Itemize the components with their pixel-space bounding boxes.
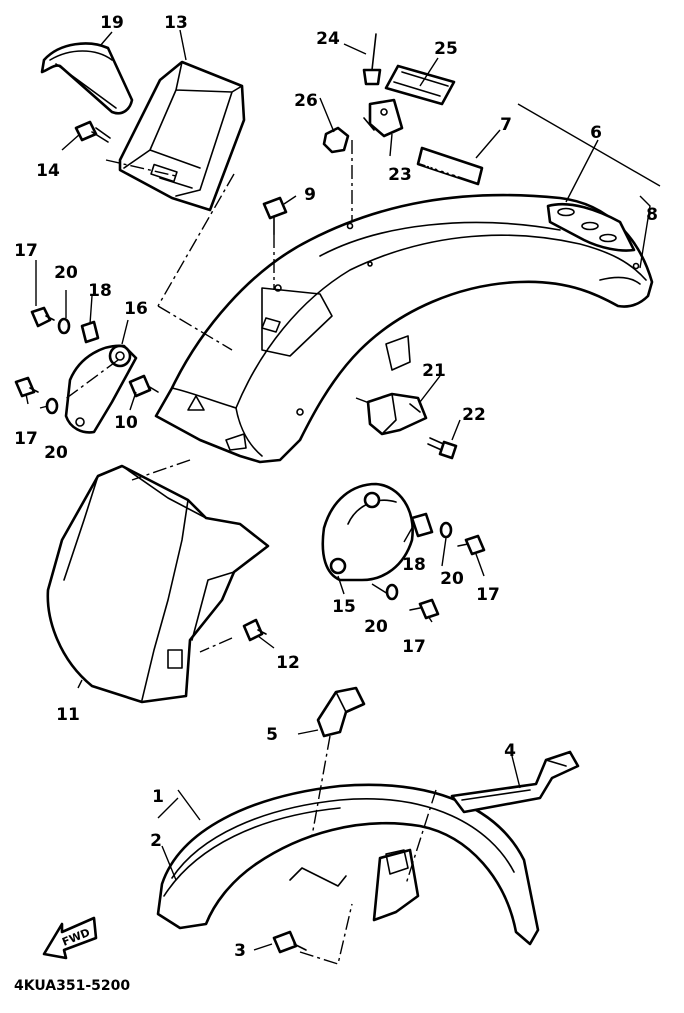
part-17-screw-a [30, 306, 55, 328]
part-17-screw-c [457, 534, 486, 556]
callout-20b: 20 [44, 443, 68, 463]
callout-8: 8 [646, 205, 658, 225]
callout-19: 19 [100, 13, 124, 33]
callout-17d: 17 [402, 637, 426, 657]
callout-14: 14 [36, 161, 60, 181]
part-9-bolt [262, 196, 288, 235]
callout-12: 12 [276, 653, 300, 673]
part-18-spacer-a [80, 320, 100, 344]
part-13-cover [118, 60, 246, 212]
part-26-nut [322, 126, 350, 154]
part-15-bracket [321, 482, 414, 582]
callout-6: 6 [590, 123, 602, 143]
part-4-bracket [450, 750, 580, 814]
part-5-bracket [316, 686, 366, 738]
part-24-screw [362, 33, 382, 86]
part-7-emblem: XVS650 [416, 146, 484, 186]
part-16-bracket [64, 344, 138, 434]
callout-5: 5 [266, 725, 278, 745]
part-22-screw [427, 437, 458, 460]
part-20-washer-b [45, 397, 59, 415]
callout-21: 21 [422, 361, 446, 381]
diagram-code: 4KUA351-5200 [14, 978, 130, 994]
chain-lines [63, 140, 437, 965]
part-20-washer-d [385, 583, 399, 601]
part-14-screw [74, 120, 111, 143]
callout-26: 26 [294, 91, 318, 111]
callout-9: 9 [304, 185, 316, 205]
rear-fender [154, 193, 654, 464]
part-23-bracket [363, 98, 404, 138]
callout-25: 25 [434, 39, 458, 59]
part-11-inner-fender [46, 464, 270, 704]
callout-24: 24 [316, 29, 340, 49]
callout-15: 15 [332, 597, 356, 617]
part-17-screw-d [409, 598, 440, 620]
callout-20c: 20 [440, 569, 464, 589]
fwd-arrow-icon: FWD [42, 916, 98, 960]
callout-16: 16 [124, 299, 148, 319]
part-3-bolt [272, 930, 307, 954]
callout-17b: 17 [14, 429, 38, 449]
callout-22: 22 [462, 405, 486, 425]
callout-20d: 20 [364, 617, 388, 637]
callout-18a: 18 [88, 281, 112, 301]
part-20-washer-a [57, 317, 71, 335]
callout-17a: 17 [14, 241, 38, 261]
part-1-front-fender [156, 783, 540, 946]
callout-10: 10 [114, 413, 138, 433]
part-20-washer-c [439, 521, 453, 539]
part-19-seal [40, 42, 134, 115]
part-18-spacer-b [410, 512, 434, 538]
callout-23: 23 [388, 165, 412, 185]
callout-7: 7 [500, 115, 512, 135]
callout-20a: 20 [54, 263, 78, 283]
part-17-screw-b [14, 376, 39, 398]
callout-13: 13 [164, 13, 188, 33]
part-12-screw [242, 618, 267, 642]
callouts: 19 13 14 24 25 26 7 6 23 9 8 17 20 18 16… [14, 13, 658, 961]
callout-4: 4 [504, 741, 516, 761]
callout-17c: 17 [476, 585, 500, 605]
leader-lines [25, 29, 661, 951]
part-21-bracket [366, 392, 428, 436]
callout-2: 2 [150, 831, 162, 851]
part-10-bolt [128, 374, 159, 398]
callout-18b: 18 [402, 555, 426, 575]
callout-1: 1 [152, 787, 164, 807]
callout-3: 3 [234, 941, 246, 961]
callout-11: 11 [56, 705, 80, 725]
